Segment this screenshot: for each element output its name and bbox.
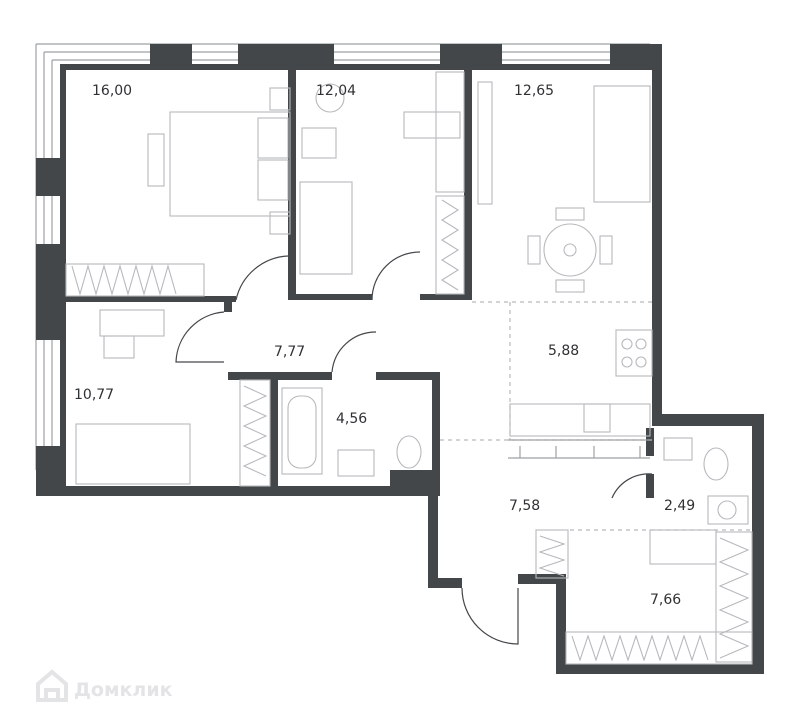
- room-area-toilet: 2,49: [664, 498, 695, 514]
- watermark-text: Домклик: [74, 679, 173, 701]
- room-area-kitchen: 5,88: [548, 343, 579, 359]
- watermark: Домклик: [36, 669, 173, 702]
- room-area-bedroom-2: 12,04: [316, 83, 356, 99]
- furniture: [65, 71, 753, 665]
- room-area-bedroom-3: 10,77: [74, 387, 114, 403]
- window-frames: [35, 43, 650, 470]
- room-area-wardrobe-room: 7,66: [650, 592, 681, 608]
- house-icon: [36, 669, 68, 702]
- room-area-bedroom-1: 16,00: [92, 83, 132, 99]
- room-area-hallway: 7,77: [274, 344, 305, 360]
- walls: [36, 44, 764, 674]
- doors: [175, 251, 653, 645]
- room-labels: 16,00 12,04 12,65 7,77 5,88 10,77 4,56 7…: [74, 83, 695, 608]
- room-area-entrance-hall: 7,58: [509, 498, 540, 514]
- room-area-living-room: 12,65: [514, 83, 554, 99]
- room-area-bathroom: 4,56: [336, 411, 367, 427]
